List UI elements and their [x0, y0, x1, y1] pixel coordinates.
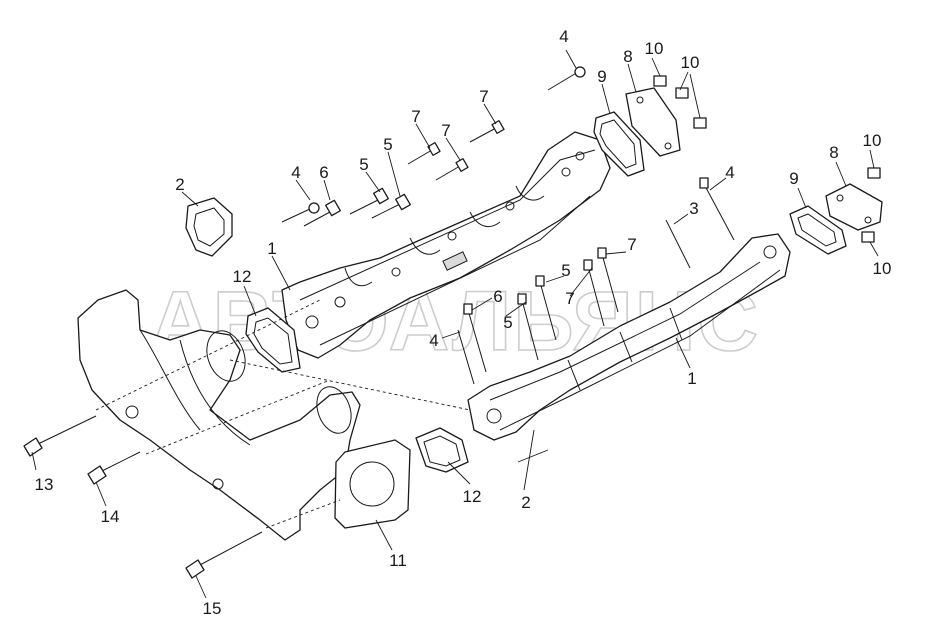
callout-5-d: 5 — [503, 313, 512, 332]
callout-1-lower: 1 — [687, 369, 696, 388]
small-bolts-10 — [653, 75, 881, 243]
callout-6-b: 6 — [493, 287, 502, 306]
callout-10-top-b: 10 — [681, 53, 700, 72]
callout-14: 14 — [101, 507, 120, 526]
gasket-12-lower — [415, 427, 469, 473]
callout-5-a: 5 — [359, 155, 368, 174]
callout-labels: 2 4 6 5 5 7 7 7 4 9 8 10 10 10 1 12 4 3 … — [35, 27, 892, 618]
callout-4-right: 4 — [725, 163, 734, 182]
callout-1-upper: 1 — [267, 239, 276, 258]
callout-10-right-a: 10 — [863, 131, 882, 150]
cover-plate-8-top — [625, 87, 681, 157]
callout-9-right: 9 — [789, 169, 798, 188]
callout-2-lower: 2 — [521, 493, 530, 512]
callout-5-c: 5 — [561, 261, 570, 280]
bolt-15 — [185, 531, 263, 579]
callout-9-top: 9 — [597, 67, 606, 86]
callout-7-a: 7 — [411, 107, 420, 126]
callout-13: 13 — [35, 475, 54, 494]
callout-7-c: 7 — [479, 87, 488, 106]
gasket-9-right — [789, 205, 847, 255]
lower-exhaust-manifold — [467, 233, 791, 441]
stud-group-upper — [281, 66, 586, 227]
bolt-14 — [87, 451, 141, 485]
callout-4-a: 4 — [291, 163, 300, 182]
callout-5-b: 5 — [383, 135, 392, 154]
callout-8-right: 8 — [829, 143, 838, 162]
callout-2-left: 2 — [175, 175, 184, 194]
gasket-9-top — [593, 111, 645, 177]
leader-lines — [31, 49, 879, 599]
exhaust-crossover-pipe — [77, 289, 411, 541]
callout-4-b: 4 — [429, 331, 438, 350]
upper-exhaust-manifold — [281, 131, 611, 359]
callout-7-d: 7 — [627, 235, 636, 254]
cover-plate-8-right — [825, 183, 883, 231]
callout-10-right-b: 10 — [873, 259, 892, 278]
bolt-13 — [23, 415, 97, 457]
stud-group-lower — [457, 177, 735, 385]
gasket-12-upper — [245, 307, 301, 373]
callout-3: 3 — [689, 199, 698, 218]
callout-11: 11 — [389, 551, 407, 570]
callout-7-e: 7 — [565, 289, 574, 308]
callout-7-b: 7 — [441, 121, 450, 140]
callout-12-lower: 12 — [463, 487, 482, 506]
callout-12-upper: 12 — [233, 267, 252, 286]
callout-6-a: 6 — [319, 163, 328, 182]
callout-15: 15 — [203, 599, 222, 618]
callout-4-top: 4 — [559, 27, 568, 46]
callout-10-top-a: 10 — [645, 39, 664, 58]
callout-8-top: 8 — [623, 47, 632, 66]
gasket-2-left — [185, 197, 233, 257]
